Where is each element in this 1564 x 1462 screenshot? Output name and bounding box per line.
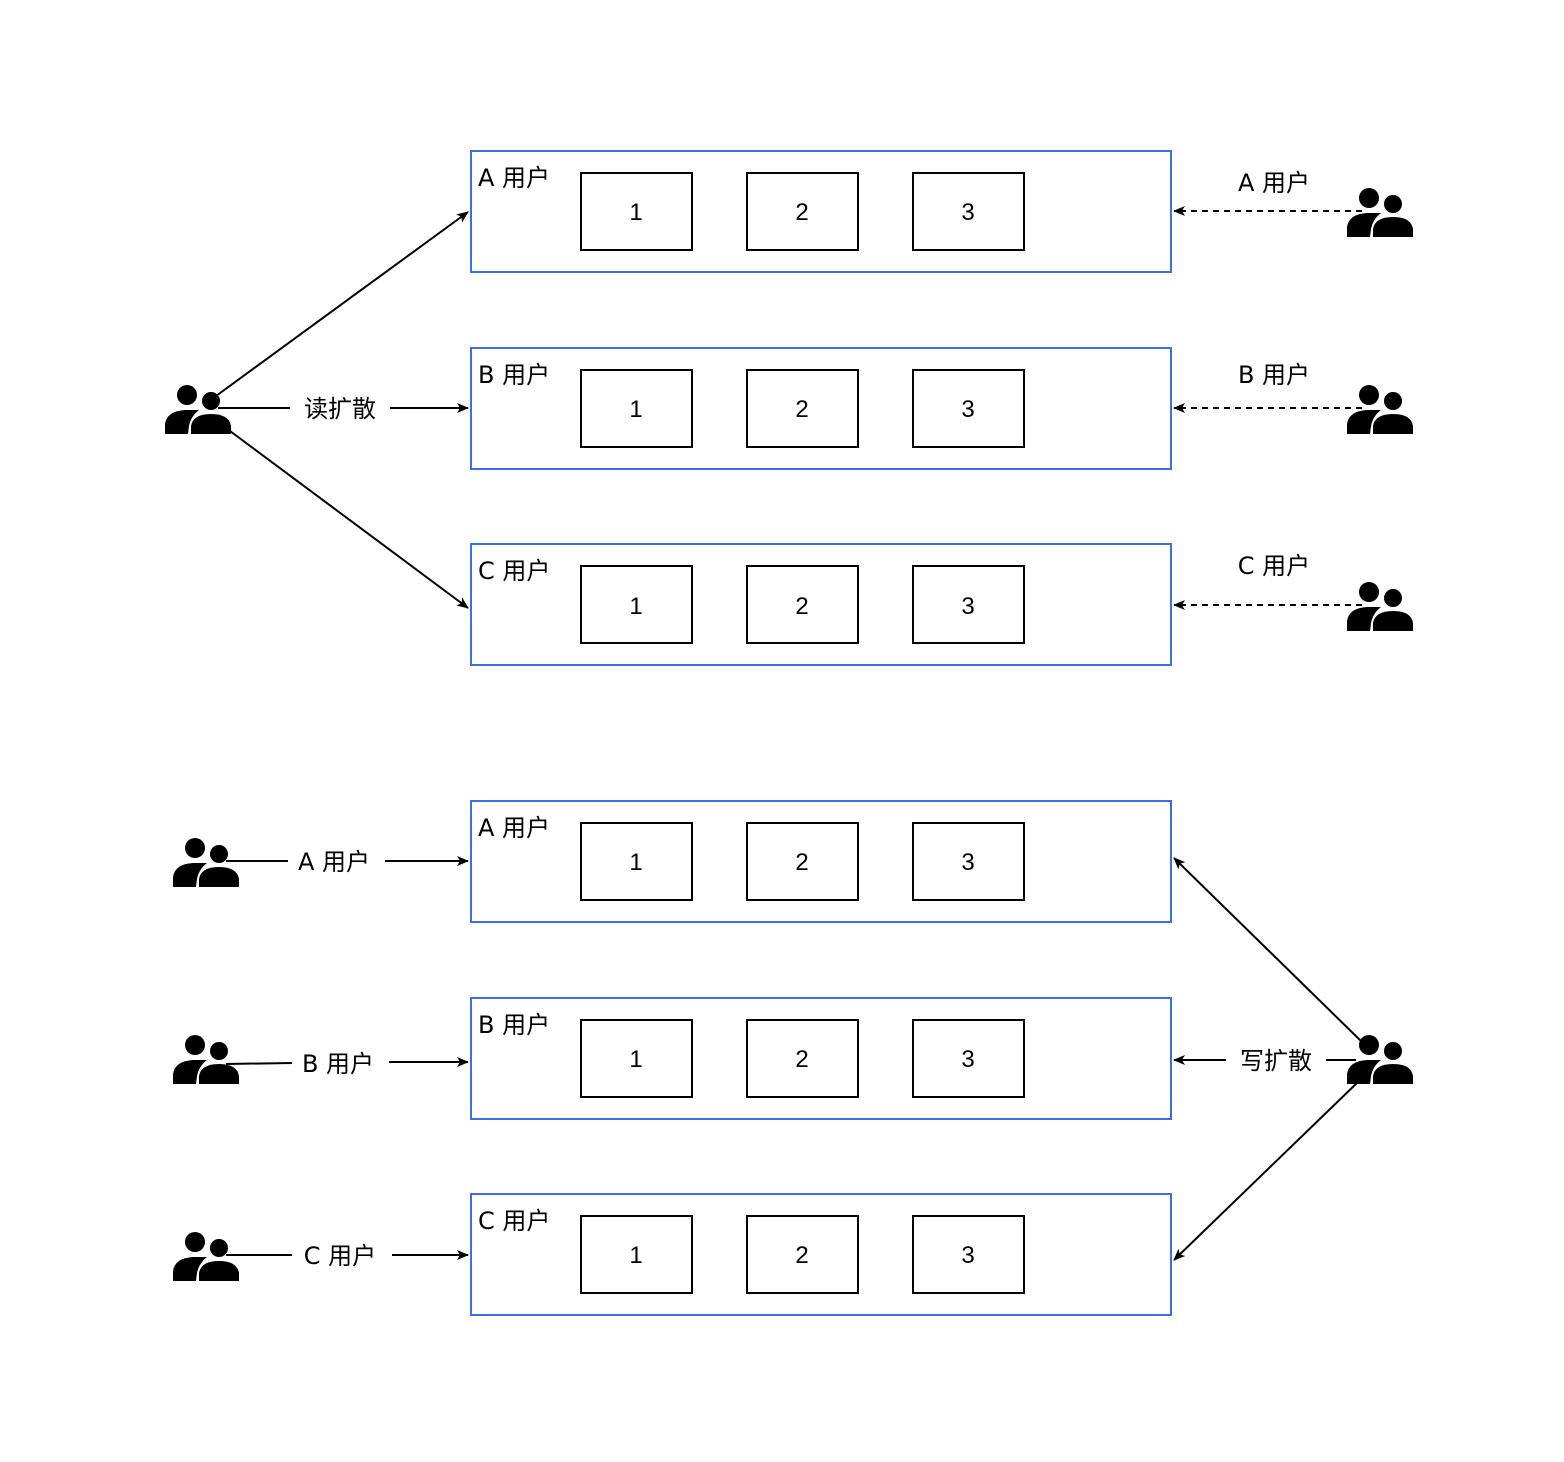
reader-label: B 用户 — [1238, 361, 1310, 389]
panel-frame — [470, 1193, 1172, 1316]
write-arrow-to-c — [1173, 1081, 1359, 1261]
message-cell — [746, 172, 859, 251]
reader-label: B 用户 — [302, 1050, 374, 1078]
read-fanout-section: 读扩散 A 用户 1 2 3 A 用户 B 用户 1 2 3 B 用户 — [165, 150, 1413, 666]
reader-users-icon — [173, 1232, 239, 1281]
write-arrow-to-a — [1173, 857, 1363, 1043]
read-panel-b: B 用户 1 2 3 B 用户 — [470, 347, 1413, 470]
message-cell — [580, 565, 693, 644]
message-cell — [912, 172, 1025, 251]
read-arrow-to-a — [215, 211, 469, 397]
message-cell — [746, 565, 859, 644]
message-cell-label: 2 — [795, 199, 808, 226]
message-cell — [912, 1019, 1025, 1098]
write-fanout-section: A 用户 1 2 3 A 用户 B 用户 1 2 3 B 用户 — [173, 800, 1413, 1316]
write-panel-b: B 用户 1 2 3 B 用户 — [173, 997, 1172, 1120]
panel-frame — [470, 543, 1172, 666]
reader-label: C 用户 — [1238, 552, 1310, 580]
message-cell-label: 2 — [795, 396, 808, 423]
message-cell — [746, 822, 859, 901]
panel-title: B 用户 — [478, 361, 550, 389]
message-cell — [746, 1215, 859, 1294]
message-cell-label: 3 — [961, 1046, 974, 1073]
reader-label: A 用户 — [298, 848, 370, 876]
panel-title: C 用户 — [478, 1207, 550, 1235]
read-panel-a: A 用户 1 2 3 A 用户 — [470, 150, 1413, 273]
message-cell — [912, 822, 1025, 901]
message-cell-label: 3 — [961, 396, 974, 423]
message-cell-label: 1 — [629, 1046, 642, 1073]
message-cell — [912, 369, 1025, 448]
message-cell — [580, 369, 693, 448]
message-cell — [746, 369, 859, 448]
message-cell-label: 2 — [795, 1046, 808, 1073]
message-cell — [580, 822, 693, 901]
panel-frame — [470, 347, 1172, 470]
message-cell-label: 3 — [961, 593, 974, 620]
panel-title: A 用户 — [478, 814, 550, 842]
message-cell-label: 3 — [961, 1242, 974, 1269]
reader-users-icon — [1347, 582, 1413, 631]
write-panel-a: A 用户 1 2 3 A 用户 — [173, 800, 1172, 923]
reader-arrow-tail — [225, 1062, 293, 1065]
message-cell — [580, 1019, 693, 1098]
reader-users-icon — [173, 838, 239, 887]
write-fanout-label: 写扩散 — [1240, 1047, 1312, 1075]
message-cell — [580, 172, 693, 251]
message-cell-label: 2 — [795, 849, 808, 876]
panel-title: B 用户 — [478, 1011, 550, 1039]
message-cell — [746, 1019, 859, 1098]
write-panel-c: C 用户 1 2 3 C 用户 — [173, 1193, 1172, 1316]
message-cell-label: 1 — [629, 199, 642, 226]
message-cell-label: 1 — [629, 396, 642, 423]
read-panel-c: C 用户 1 2 3 C 用户 — [470, 543, 1413, 666]
message-cell — [912, 565, 1025, 644]
reader-label: A 用户 — [1238, 169, 1310, 197]
message-cell-label: 2 — [795, 593, 808, 620]
message-cell-label: 2 — [795, 1242, 808, 1269]
panel-frame — [470, 150, 1172, 273]
panel-frame — [470, 800, 1172, 923]
panel-frame — [470, 997, 1172, 1120]
reader-users-icon — [1347, 385, 1413, 434]
message-cell-label: 1 — [629, 593, 642, 620]
panel-title: C 用户 — [478, 557, 550, 585]
reader-label: C 用户 — [304, 1242, 376, 1270]
read-arrow-to-c — [225, 427, 469, 609]
message-cell-label: 3 — [961, 199, 974, 226]
message-cell-label: 1 — [629, 849, 642, 876]
message-cell-label: 3 — [961, 849, 974, 876]
message-cell — [580, 1215, 693, 1294]
reader-users-icon — [1347, 188, 1413, 237]
read-fanout-label: 读扩散 — [304, 395, 376, 423]
panel-title: A 用户 — [478, 164, 550, 192]
reader-users-icon — [173, 1035, 239, 1084]
message-cell-label: 1 — [629, 1242, 642, 1269]
writer-users-icon — [1347, 1035, 1413, 1084]
message-cell — [912, 1215, 1025, 1294]
